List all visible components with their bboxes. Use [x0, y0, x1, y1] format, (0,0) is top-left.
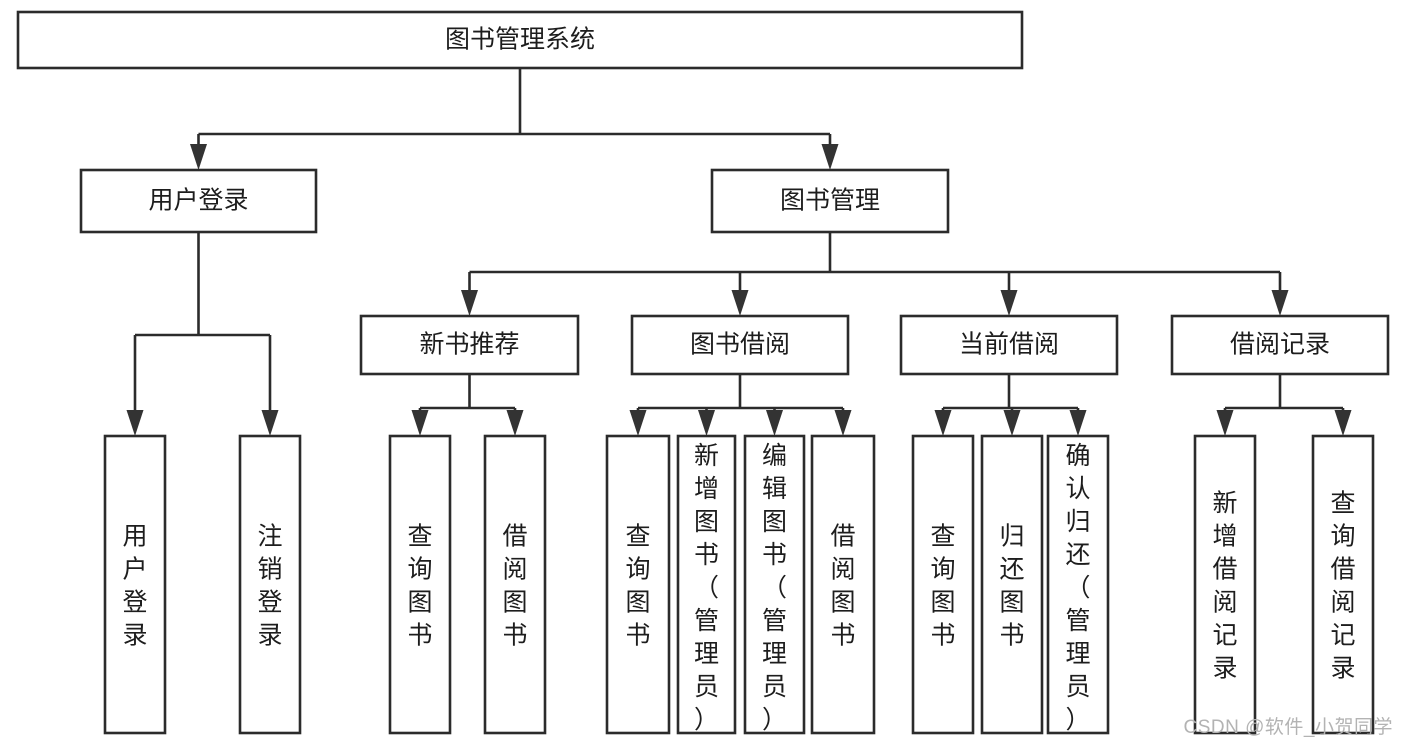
arrow-head-icon	[731, 290, 749, 316]
arrow-head-icon	[1000, 290, 1018, 316]
node-leaf-rec-borrow[interactable]: 借阅图书	[483, 434, 547, 735]
node-label: 归还图书	[999, 523, 1024, 650]
node-label: 图书管理系统	[445, 26, 595, 54]
node-leaf-borrow-do[interactable]: 借阅图书	[810, 434, 876, 735]
node-box	[710, 168, 950, 234]
arrow-head-icon	[411, 410, 429, 436]
node-leaf-current-confirm[interactable]: 确认归还（管理员）	[1046, 434, 1110, 735]
node-label: 新增借阅记录	[1212, 490, 1237, 683]
arrow-head-icon	[1003, 410, 1021, 436]
node-label: 确认归还（管理员）	[1065, 442, 1090, 734]
connector-group	[1216, 374, 1352, 436]
node-box	[911, 434, 975, 735]
node-box	[676, 434, 737, 735]
node-label: 注销登录	[257, 523, 282, 650]
arrow-head-icon	[261, 410, 279, 436]
node-leaf-borrow-edit[interactable]: 编辑图书（管理员）	[743, 434, 806, 735]
arrow-head-icon	[461, 290, 478, 316]
node-box	[483, 434, 547, 735]
node-label: 查询图书	[930, 523, 955, 650]
arrow-head-icon	[629, 410, 647, 436]
node-label: 查询借阅记录	[1330, 490, 1355, 683]
node-label: 借阅记录	[1230, 331, 1330, 359]
node-borrow-record[interactable]: 借阅记录	[1170, 314, 1390, 376]
node-label: 当前借阅	[959, 331, 1059, 359]
node-user-login[interactable]: 用户登录	[79, 168, 318, 234]
node-book-borrow[interactable]: 图书借阅	[630, 314, 850, 376]
node-layer: 图书管理系统用户登录图书管理新书推荐图书借阅当前借阅借阅记录用户登录注销登录查询…	[16, 10, 1390, 735]
node-label: 借阅图书	[502, 523, 527, 650]
arrow-head-icon	[126, 410, 144, 436]
node-box	[1046, 434, 1110, 735]
node-root[interactable]: 图书管理系统	[16, 10, 1024, 70]
node-leaf-record-add[interactable]: 新增借阅记录	[1193, 434, 1257, 735]
arrow-head-icon	[834, 410, 852, 436]
arrow-head-icon	[1271, 290, 1289, 316]
connector-group	[934, 374, 1087, 436]
connector-group	[126, 232, 279, 436]
node-box	[630, 314, 850, 376]
node-box	[1170, 314, 1390, 376]
node-label: 编辑图书（管理员）	[762, 442, 787, 734]
node-box	[359, 314, 580, 376]
connector-layer	[126, 68, 1352, 436]
node-label: 新增图书（管理员）	[694, 442, 719, 734]
node-leaf-user-logout[interactable]: 注销登录	[238, 434, 302, 735]
node-box	[16, 10, 1024, 70]
node-box	[605, 434, 671, 735]
node-leaf-record-query[interactable]: 查询借阅记录	[1311, 434, 1375, 735]
arrow-head-icon	[698, 410, 715, 436]
node-label: 查询图书	[407, 523, 432, 650]
node-box	[1193, 434, 1257, 735]
node-box	[238, 434, 302, 735]
node-label: 图书借阅	[690, 331, 790, 359]
node-leaf-current-query[interactable]: 查询图书	[911, 434, 975, 735]
watermark-text: CSDN @软件_小贺同学	[1183, 717, 1393, 738]
node-box	[743, 434, 806, 735]
arrow-head-icon	[506, 410, 524, 436]
arrow-head-icon	[1069, 410, 1087, 436]
node-leaf-rec-query[interactable]: 查询图书	[388, 434, 452, 735]
connector-group	[411, 374, 524, 436]
connector-group	[629, 374, 852, 436]
node-label: 用户登录	[148, 187, 248, 215]
node-box	[388, 434, 452, 735]
node-box	[899, 314, 1119, 376]
node-label: 用户登录	[122, 523, 147, 650]
arrow-head-icon	[821, 144, 839, 170]
node-label: 查询图书	[625, 523, 650, 650]
node-leaf-current-return[interactable]: 归还图书	[980, 434, 1044, 735]
arrow-head-icon	[766, 410, 783, 436]
arrow-head-icon	[1216, 410, 1234, 436]
node-box	[810, 434, 876, 735]
node-label: 新书推荐	[419, 331, 519, 359]
arrow-head-icon	[1334, 410, 1352, 436]
node-leaf-user-login[interactable]: 用户登录	[103, 434, 167, 735]
node-current-borrow[interactable]: 当前借阅	[899, 314, 1119, 376]
arrow-head-icon	[934, 410, 952, 436]
node-leaf-borrow-query[interactable]: 查询图书	[605, 434, 671, 735]
node-box	[79, 168, 318, 234]
connector-group	[461, 232, 1289, 316]
connector-group	[190, 68, 839, 170]
node-box	[1311, 434, 1375, 735]
node-label: 图书管理	[780, 187, 880, 215]
node-new-book-rec[interactable]: 新书推荐	[359, 314, 580, 376]
node-leaf-borrow-add[interactable]: 新增图书（管理员）	[676, 434, 737, 735]
node-label: 借阅图书	[830, 523, 855, 650]
node-box	[103, 434, 167, 735]
node-box	[980, 434, 1044, 735]
arrow-head-icon	[190, 144, 207, 170]
node-book-manage[interactable]: 图书管理	[710, 168, 950, 234]
